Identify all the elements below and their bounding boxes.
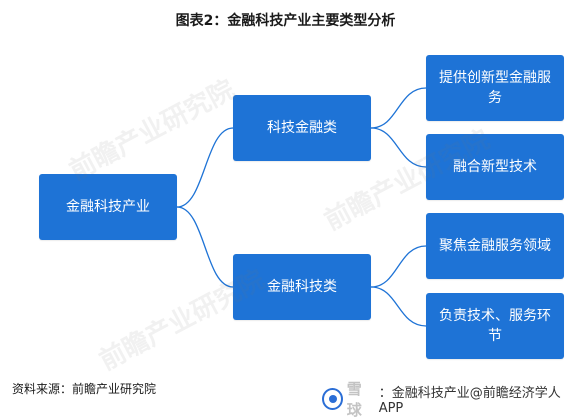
leaf-node-new-tech: 融合新型技术 (426, 134, 564, 200)
connector-branch2-child1 (370, 245, 427, 288)
snowball-logo-icon (322, 388, 343, 410)
connector-root-branch1 (176, 127, 234, 208)
connector-branch2-child2 (370, 286, 427, 327)
credit-text: ：金融科技产业@前瞻经济学人APP (378, 386, 561, 416)
platform-name: 雪球 (346, 380, 362, 419)
connector-lines (176, 87, 427, 327)
connector-root-branch2 (176, 206, 234, 288)
leaf-node-innovative-services: 提供创新型金融服务 (426, 55, 564, 121)
chart-title: 图表2：金融科技产业主要类型分析 (175, 13, 396, 29)
branch-node-fintech: 金融科技类 (233, 254, 371, 320)
connector-branch1-child1 (370, 87, 427, 129)
root-node: 金融科技产业 (39, 174, 177, 240)
credit-line: 雪球 ：金融科技产业@前瞻经济学人APP (322, 378, 571, 420)
leaf-node-financial-services: 聚焦金融服务领域 (426, 213, 564, 279)
connector-branch1-child2 (370, 127, 427, 168)
source-note: 资料来源：前瞻产业研究院 (12, 382, 157, 396)
leaf-node-tech-service: 负责技术、服务环节 (426, 293, 564, 359)
branch-node-tech-finance: 科技金融类 (233, 95, 371, 161)
